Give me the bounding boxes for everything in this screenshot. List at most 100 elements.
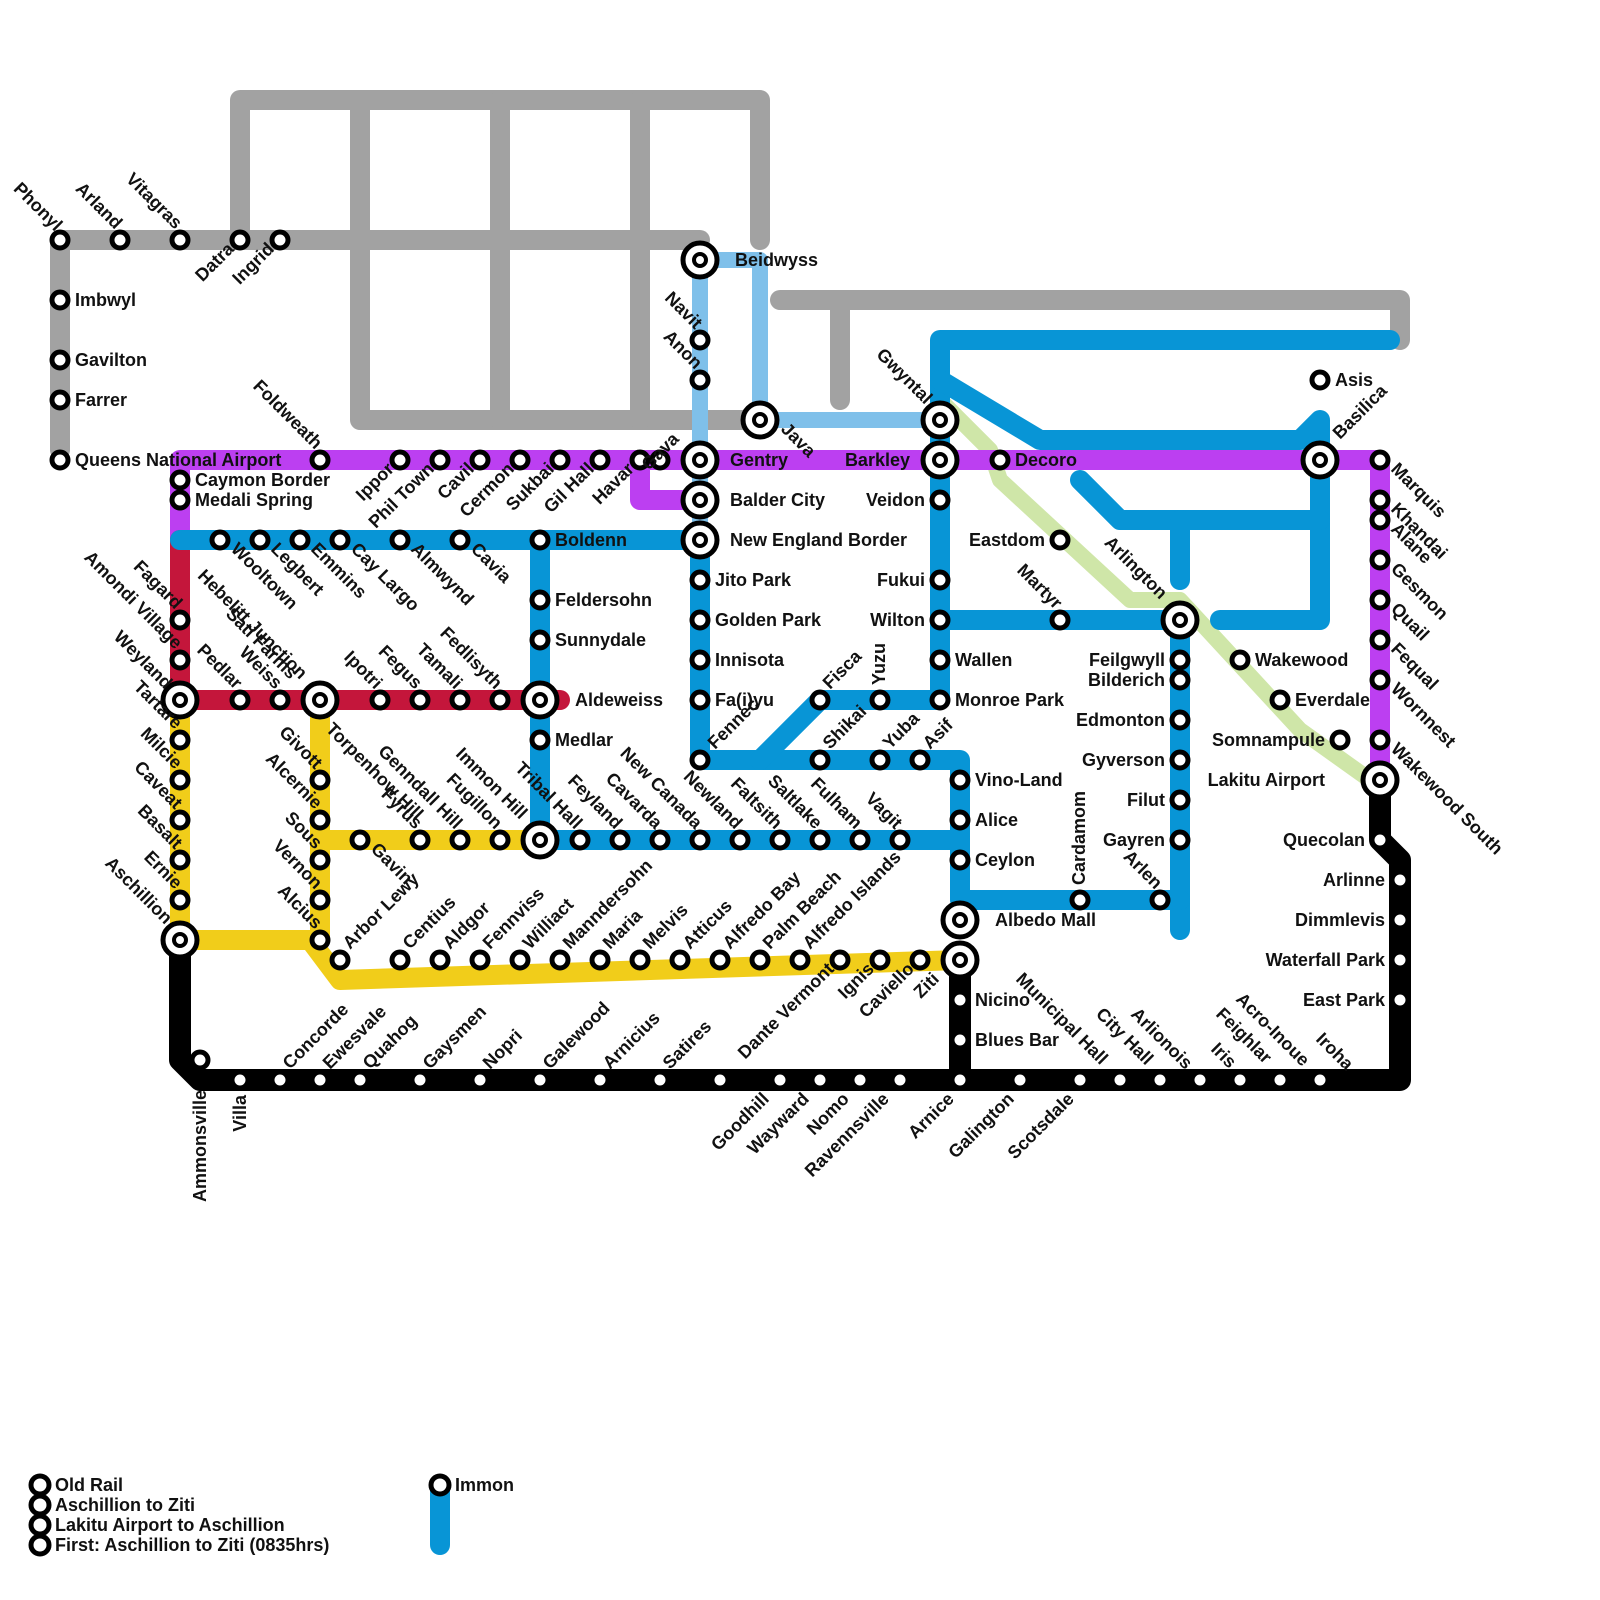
station[interactable]: East Park <box>1303 989 1411 1011</box>
station[interactable]: Caymon Border <box>169 469 330 491</box>
station[interactable]: Medlar <box>529 729 613 751</box>
station[interactable]: Wallen <box>929 649 1012 671</box>
station-marker <box>49 289 71 311</box>
station-marker <box>169 889 191 911</box>
station-marker <box>769 829 791 851</box>
station[interactable]: Decoro <box>989 449 1077 471</box>
station[interactable]: Villa <box>229 1069 251 1132</box>
station-marker <box>809 689 831 711</box>
station[interactable]: Gayren <box>1103 829 1191 851</box>
station[interactable]: Fa(i)yu <box>689 689 774 711</box>
legend: Old Rail Aschillion to Ziti Lakitu Airpo… <box>28 1473 514 1557</box>
interchange-inner <box>692 532 708 548</box>
station[interactable]: Sunnydale <box>529 629 646 651</box>
station-marker <box>689 649 711 671</box>
station[interactable]: Beidwyss <box>680 240 818 280</box>
station[interactable]: Queens National Airport <box>49 449 281 471</box>
station[interactable]: New England Border <box>680 520 907 560</box>
station-marker <box>769 1069 791 1091</box>
station[interactable]: Medali Spring <box>169 489 313 511</box>
station-label: Wakewood <box>1255 650 1348 670</box>
station-marker <box>1169 669 1191 691</box>
station[interactable]: Fukui <box>877 569 951 591</box>
station-label: Phonyl <box>10 178 67 235</box>
station-label: Filut <box>1127 790 1165 810</box>
station-label: Edmonton <box>1076 710 1165 730</box>
station-label: Gwyntal <box>873 344 937 408</box>
station[interactable]: Arlinne <box>1323 869 1411 891</box>
station[interactable]: Phonyl <box>10 178 71 251</box>
station[interactable]: Barkley <box>845 440 960 480</box>
station[interactable]: Alice <box>949 809 1018 831</box>
interchange-inner <box>1172 612 1188 628</box>
station-label: Aldeweiss <box>575 690 663 710</box>
station[interactable]: Ceylon <box>949 849 1035 871</box>
station-marker <box>309 1069 331 1091</box>
station[interactable]: Quecolan <box>1283 829 1391 851</box>
station[interactable]: Ammonsville <box>189 1049 211 1202</box>
station-marker <box>1369 549 1391 571</box>
station[interactable]: Yuzu <box>869 643 891 711</box>
station-marker <box>1229 649 1251 671</box>
station[interactable]: Gavilton <box>49 349 147 371</box>
station[interactable]: Wakewood <box>1229 649 1348 671</box>
station[interactable]: Monroe Park <box>929 689 1065 711</box>
station[interactable]: Innisota <box>689 649 785 671</box>
station-marker <box>1389 869 1411 891</box>
station[interactable]: Balder City <box>680 480 825 520</box>
station-label: Eastdom <box>969 530 1045 550</box>
interchange-inner <box>932 452 948 468</box>
station[interactable]: Dimmlevis <box>1295 909 1411 931</box>
station[interactable]: Arbor Lewy <box>329 869 423 971</box>
station[interactable]: Blues Bar <box>949 1029 1059 1051</box>
legend-label: First: Aschillion to Ziti (0835hrs) <box>55 1535 329 1555</box>
station[interactable]: Somnampule <box>1212 729 1351 751</box>
station-marker <box>1169 749 1191 771</box>
station[interactable]: Nicino <box>949 989 1030 1011</box>
station[interactable]: Golden Park <box>689 609 822 631</box>
station-label: Iroha <box>1312 1029 1358 1075</box>
station-marker <box>1149 1069 1171 1091</box>
station[interactable]: Feilgwyll <box>1089 649 1191 671</box>
station[interactable]: Boldenn <box>529 529 627 551</box>
station[interactable] <box>889 1069 911 1091</box>
interchange-inner <box>172 692 188 708</box>
station-label: Wilton <box>870 610 925 630</box>
station-label: East Park <box>1303 990 1386 1010</box>
station[interactable]: Wilton <box>870 609 951 631</box>
station-marker <box>909 949 931 971</box>
station[interactable]: Imbwyl <box>49 289 136 311</box>
station[interactable]: Albedo Mall <box>940 900 1096 940</box>
station-marker <box>909 749 931 771</box>
station[interactable]: Gentry <box>680 440 788 480</box>
station-label: Farrer <box>75 390 127 410</box>
station[interactable]: Bilderich <box>1088 669 1191 691</box>
station[interactable]: Everdale <box>1269 689 1370 711</box>
station-marker <box>349 1069 371 1091</box>
station[interactable]: Vino-Land <box>949 769 1063 791</box>
station[interactable]: Eastdom <box>969 529 1071 551</box>
station[interactable]: Veidon <box>866 489 951 511</box>
station-marker <box>409 689 431 711</box>
station-marker <box>169 489 191 511</box>
station-label: Imbwyl <box>75 290 136 310</box>
station-marker <box>949 1069 971 1091</box>
station[interactable]: Filut <box>1127 789 1191 811</box>
station[interactable]: Edmonton <box>1076 709 1191 731</box>
station-marker <box>169 729 191 751</box>
station[interactable]: Cardamom <box>1069 791 1091 911</box>
station-label: Asis <box>1335 370 1373 390</box>
station[interactable]: Feldersohn <box>529 589 652 611</box>
station[interactable]: Waterfall Park <box>1266 949 1411 971</box>
station[interactable]: Farrer <box>49 389 127 411</box>
station[interactable]: Aldeweiss <box>520 680 663 720</box>
station-label: Albedo Mall <box>995 910 1096 930</box>
station[interactable]: Lakitu Airport <box>1208 760 1400 800</box>
station-marker <box>309 849 331 871</box>
station-marker <box>409 1069 431 1091</box>
station[interactable]: Jito Park <box>689 569 792 591</box>
station-label: Wallen <box>955 650 1012 670</box>
station[interactable]: Gyverson <box>1082 749 1191 771</box>
station-label: Queens National Airport <box>75 450 281 470</box>
station[interactable]: Asis <box>1309 369 1373 391</box>
